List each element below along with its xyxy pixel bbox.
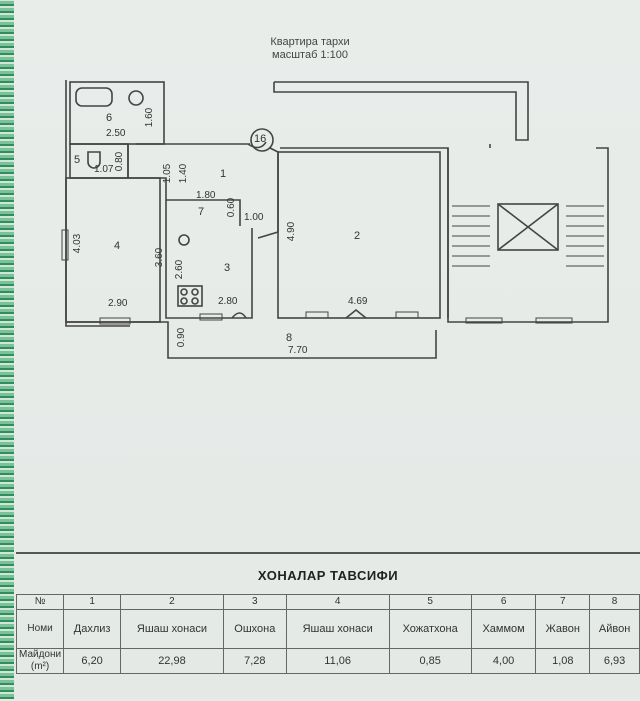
elevator-shaft — [497, 203, 559, 251]
room-3-walls — [165, 200, 253, 319]
page-edge-decoration — [0, 0, 14, 699]
dim-8-width: 7.70 — [288, 345, 308, 356]
header-area-line1: Майдони — [19, 649, 62, 660]
room-label-7: 7 — [198, 206, 205, 218]
cell-area: 0,85 — [388, 648, 472, 674]
room-description-section: ХОНАЛАР ТАВСИФИ № 1 2 3 4 5 6 7 8 Номи Д… — [15, 552, 640, 701]
rooms-table: № 1 2 3 4 5 6 7 8 Номи Дахлиз Яшаш хонас… — [15, 594, 640, 674]
cell-area: 1,08 — [535, 648, 591, 674]
stove-icon — [177, 285, 203, 307]
dim-5-width: 1.07 — [94, 164, 114, 175]
header-name: Номи — [15, 609, 65, 649]
cell-no: 5 — [388, 594, 472, 610]
room-label-5: 5 — [74, 154, 81, 166]
outer-wall-left — [65, 80, 130, 327]
dim-3-h2: 2.60 — [174, 259, 186, 280]
dim-7-width: 1.00 — [244, 212, 264, 223]
cell-area: 7,28 — [222, 648, 287, 674]
cell-no: 7 — [535, 594, 591, 610]
cell-name: Дахлиз — [63, 609, 122, 649]
corridor-1-walls — [127, 144, 241, 226]
corridor-1-right — [257, 147, 279, 239]
floor-plan-drawing — [61, 80, 609, 359]
apartment-number: 16 — [254, 133, 267, 145]
cell-no: 4 — [285, 594, 390, 610]
room-label-1: 1 — [220, 168, 227, 180]
cell-name: Жавон — [535, 609, 591, 649]
cell-name: Хожатхона — [388, 609, 472, 649]
plan-title: Квартира тархи масштаб 1:100 — [230, 36, 390, 62]
room-label-3: 3 — [224, 262, 231, 274]
cell-area: 6,93 — [589, 648, 640, 674]
table-title: ХОНАЛАР ТАВСИФИ — [257, 568, 399, 583]
dim-2-width: 4.69 — [348, 296, 368, 307]
dim-4-width: 2.90 — [108, 298, 128, 309]
room-label-4: 4 — [114, 240, 121, 252]
dim-3-h1: 3.60 — [154, 247, 166, 268]
dim-5-height: 0.80 — [114, 151, 126, 172]
cell-area: 6,20 — [63, 648, 122, 674]
dim-6-width: 2.50 — [106, 128, 126, 139]
table-row-numbers: № 1 2 3 4 5 6 7 8 — [15, 594, 640, 610]
cell-name: Яшаш хонаси — [285, 609, 390, 649]
cell-area: 11,06 — [285, 648, 390, 674]
stairwell-walls — [447, 147, 609, 323]
cell-no: 2 — [120, 594, 224, 610]
document-paper — [14, 0, 640, 699]
cell-area: 4,00 — [470, 648, 537, 674]
header-number: № — [15, 594, 65, 610]
cell-name: Ошхона — [222, 609, 287, 649]
dim-7-height: 0.60 — [226, 197, 238, 218]
cell-no: 6 — [470, 594, 537, 610]
outer-wall-bottom — [66, 321, 437, 359]
room-2-outline — [277, 151, 441, 319]
header-area: Майдони (m²) — [15, 648, 65, 674]
plan-scale: масштаб 1:100 — [272, 49, 348, 61]
cell-no: 1 — [63, 594, 122, 610]
toilet-icon — [87, 151, 101, 169]
dim-6-height: 1.60 — [144, 107, 156, 128]
sink-icon — [128, 90, 144, 106]
dim-1-h2: 1.40 — [178, 163, 190, 184]
plan-title-line1: Квартира тархи — [270, 36, 350, 48]
cell-name: Айвон — [589, 609, 640, 649]
cell-name: Хаммом — [470, 609, 537, 649]
cell-no: 8 — [589, 594, 640, 610]
cell-no: 3 — [222, 594, 287, 610]
room-4-outline — [65, 177, 161, 323]
room-label-6: 6 — [106, 112, 113, 124]
dim-3-width: 2.80 — [218, 296, 238, 307]
table-row-names: Номи Дахлиз Яшаш хонаси Ошхона Яшаш хона… — [15, 609, 640, 649]
dim-1-h1: 1.05 — [162, 163, 174, 184]
cell-area: 22,98 — [120, 648, 224, 674]
table-row-areas: Майдони (m²) 6,20 22,98 7,28 11,06 0,85 … — [15, 648, 640, 674]
dim-4-height: 4.03 — [72, 233, 84, 254]
apartment-number-circle — [250, 128, 274, 152]
top-wall — [273, 81, 529, 141]
room-label-2: 2 — [354, 230, 361, 242]
dim-8-height: 0.90 — [176, 327, 188, 348]
bathtub-icon — [75, 87, 113, 107]
dim-1-width: 1.80 — [196, 190, 216, 201]
room-label-8: 8 — [286, 332, 293, 344]
header-area-line2: (m²) — [30, 661, 50, 672]
dim-2-height: 4.90 — [286, 221, 298, 242]
cell-name: Яшаш хонаси — [120, 609, 224, 649]
